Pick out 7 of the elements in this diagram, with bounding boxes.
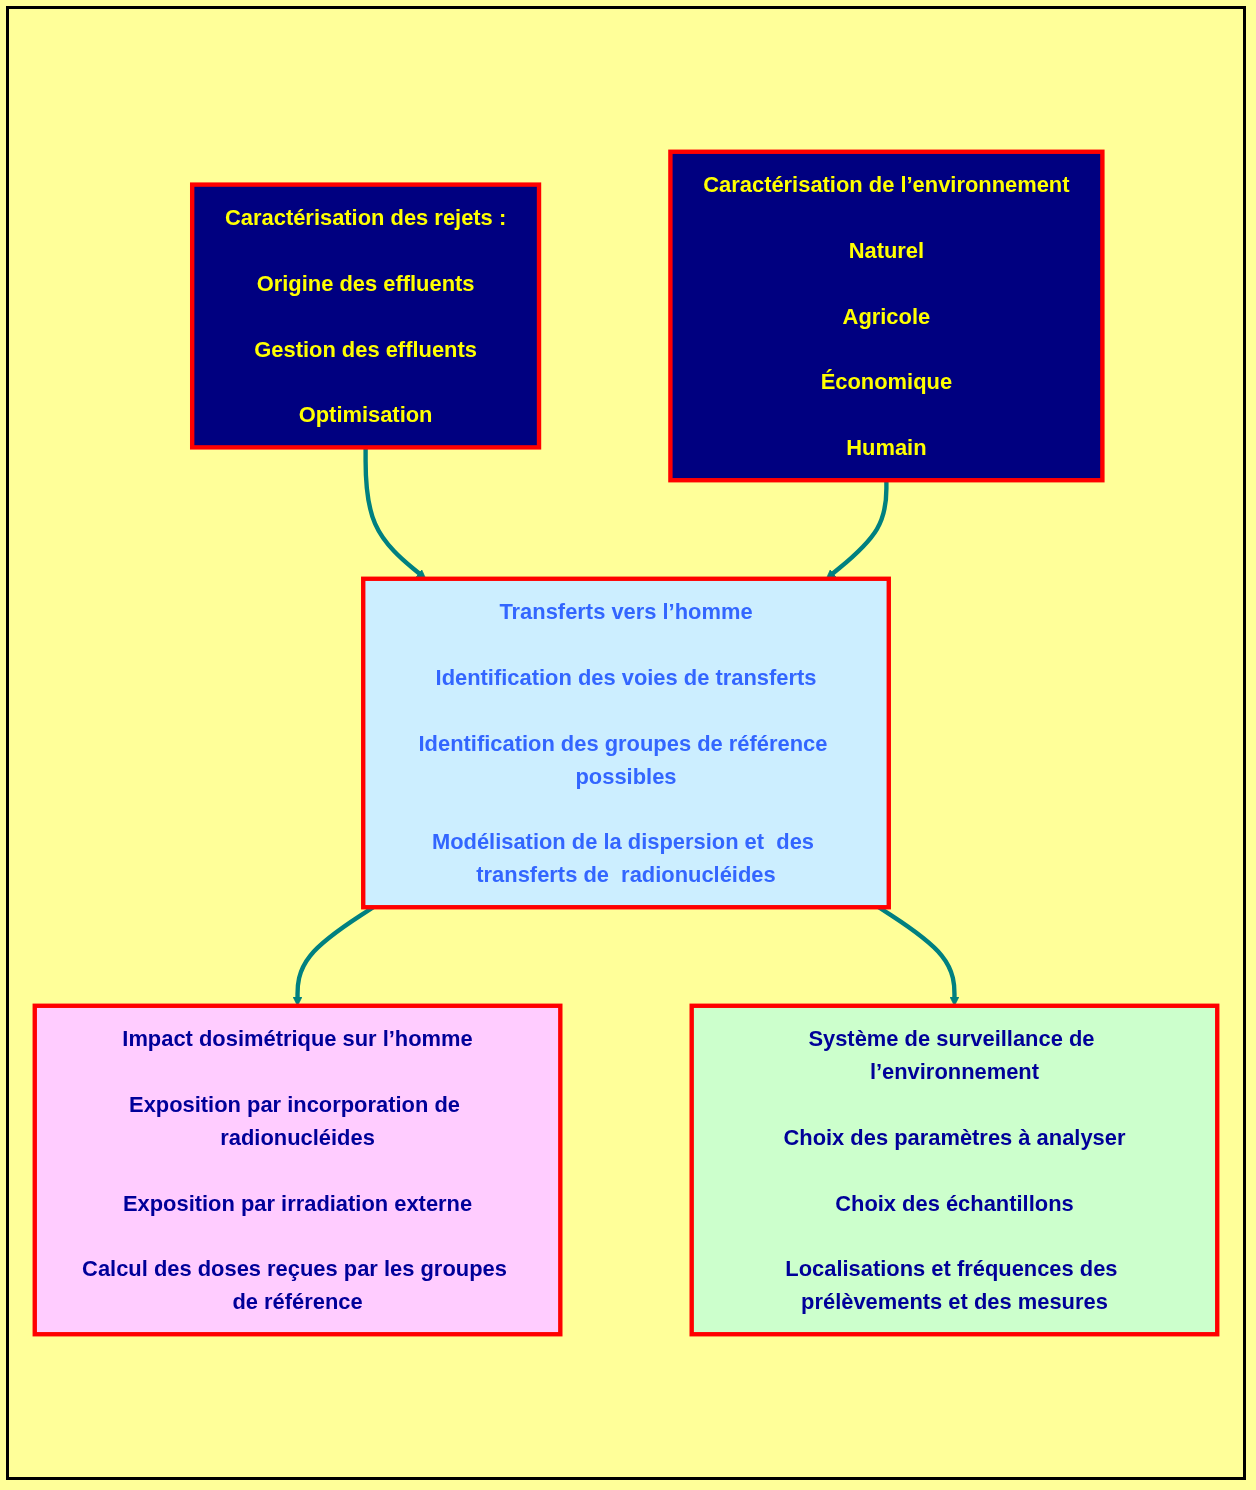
node-box: Transferts vers l’homme Identification des voies de transferts Identification des groupes de référence possibles Modélisation de la dispersion et des transferts de radionucléides (361, 576, 891, 910)
node-box: Système de surveillance de l’environnement Choix des paramètres à analyser Choix des échantillons Localisations et fréquences des prélèvements et des mesures (689, 1003, 1220, 1337)
arrow (825, 480, 889, 580)
node-box: Caractérisation de l’environnement Naturel Agricole Économique Humain (668, 149, 1105, 483)
node-box: Caractérisation des rejets : Origine des effluents Gestion des effluents Optimisation (190, 182, 542, 450)
node-box: Impact dosimétrique sur l’homme Exposition par incorporation de radionucléides Exposition par irradiation externe Calcul des doses reçues par les groupes de référence (32, 1003, 563, 1337)
arrow (363, 447, 427, 580)
